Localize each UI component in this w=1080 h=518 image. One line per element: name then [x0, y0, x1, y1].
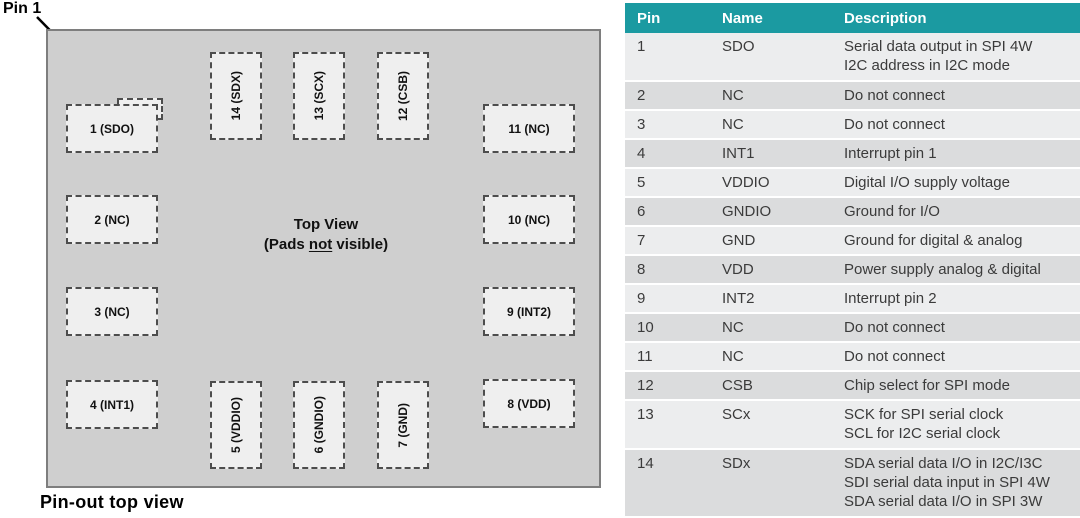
name-cell: SCx: [722, 399, 844, 450]
description-cell: SDA serial data I/O in I2C/I3C SDI seria…: [844, 448, 1080, 518]
pad-label: 13 (SCX): [312, 71, 326, 121]
col-header-name: Name: [722, 3, 844, 33]
top-view-note: Top View (Pads not visible): [196, 215, 456, 255]
pin-cell: 13: [625, 399, 722, 450]
description-cell: Interrupt pin 1: [844, 138, 1080, 169]
pin-cell: 2: [625, 80, 722, 111]
table-row: 13 SCx SCK for SPI serial clock SCL for …: [625, 399, 1080, 450]
figure-caption: Pin-out top view: [40, 492, 184, 512]
pin-cell: 7: [625, 225, 722, 256]
description-cell: SCK for SPI serial clock SCL for I2C ser…: [844, 399, 1080, 450]
table-row: 6 GNDIO Ground for I/O: [625, 196, 1080, 227]
name-cell: VDD: [722, 254, 844, 285]
pin-description-table: Pin Name Description 1 SDO Serial data o…: [625, 3, 1080, 518]
table-row: 1 SDO Serial data output in SPI 4W I2C a…: [625, 33, 1080, 82]
table-row: 8 VDD Power supply analog & digital: [625, 254, 1080, 285]
pad-12-csb: 12 (CSB): [377, 52, 429, 140]
underlined-not: not: [308, 236, 333, 253]
pad-2-nc: 2 (NC): [66, 195, 158, 244]
name-cell: VDDIO: [722, 167, 844, 198]
top-view-line1: Top View: [293, 216, 359, 233]
pin-cell: 12: [625, 370, 722, 401]
pad-label: 14 (SDX): [229, 71, 243, 121]
pad-14-sdx: 14 (SDX): [210, 52, 262, 140]
name-cell: SDO: [722, 33, 844, 82]
description-cell: Do not connect: [844, 80, 1080, 111]
pad-label: 5 (VDDIO): [229, 396, 243, 453]
pad-5-vddio: 5 (VDDIO): [210, 381, 262, 469]
pad-9-int2: 9 (INT2): [483, 287, 575, 336]
pad-8-vdd: 8 (VDD): [483, 379, 575, 428]
name-cell: CSB: [722, 370, 844, 401]
name-cell: INT2: [722, 283, 844, 314]
name-cell: SDx: [722, 448, 844, 518]
name-cell: NC: [722, 341, 844, 372]
pad-label: 10 (NC): [507, 212, 550, 227]
pad-label: 4 (INT1): [89, 397, 134, 412]
pin-cell: 14: [625, 448, 722, 518]
pad-11-nc: 11 (NC): [483, 104, 575, 153]
description-cell: Power supply analog & digital: [844, 254, 1080, 285]
table-row: 10 NC Do not connect: [625, 312, 1080, 343]
top-view-line2: (Pads not visible): [263, 236, 389, 253]
name-cell: GND: [722, 225, 844, 256]
pin-cell: 10: [625, 312, 722, 343]
pad-label: 11 (NC): [508, 121, 550, 136]
pin-cell: 8: [625, 254, 722, 285]
description-cell: Chip select for SPI mode: [844, 370, 1080, 401]
description-cell: Ground for I/O: [844, 196, 1080, 227]
pin-cell: 1: [625, 33, 722, 82]
pad-label: 8 (VDD): [507, 396, 551, 411]
table-row: 9 INT2 Interrupt pin 2: [625, 283, 1080, 314]
table-row: 3 NC Do not connect: [625, 109, 1080, 140]
chip-outline: 1 (SDO) 2 (NC) 3 (NC) 4 (INT1) 11 (NC) 1…: [46, 29, 601, 488]
col-header-description: Description: [844, 3, 1080, 33]
pad-label: 2 (NC): [94, 212, 130, 227]
pin-cell: 4: [625, 138, 722, 169]
pad-label: 12 (CSB): [396, 70, 410, 121]
pin-cell: 9: [625, 283, 722, 314]
name-cell: NC: [722, 312, 844, 343]
pad-13-scx: 13 (SCX): [293, 52, 345, 140]
description-cell: Do not connect: [844, 341, 1080, 372]
table-row: 14 SDx SDA serial data I/O in I2C/I3C SD…: [625, 448, 1080, 518]
description-cell: Ground for digital & analog: [844, 225, 1080, 256]
pin-cell: 5: [625, 167, 722, 198]
pad-10-nc: 10 (NC): [483, 195, 575, 244]
name-cell: NC: [722, 109, 844, 140]
pad-label: 3 (NC): [94, 304, 130, 319]
description-cell: Do not connect: [844, 109, 1080, 140]
name-cell: GNDIO: [722, 196, 844, 227]
pad-3-nc: 3 (NC): [66, 287, 158, 336]
pad-1-sdo: 1 (SDO): [66, 104, 158, 153]
table-row: 7 GND Ground for digital & analog: [625, 225, 1080, 256]
description-cell: Interrupt pin 2: [844, 283, 1080, 314]
pad-6-gndio: 6 (GNDIO): [293, 381, 345, 469]
pad-label: 7 (GND): [396, 402, 410, 448]
pin1-callout: Pin 1: [3, 0, 42, 17]
description-cell: Do not connect: [844, 312, 1080, 343]
pin-cell: 11: [625, 341, 722, 372]
description-cell: Serial data output in SPI 4W I2C address…: [844, 33, 1080, 82]
table-row: 4 INT1 Interrupt pin 1: [625, 138, 1080, 169]
pad-label: 6 (GNDIO): [312, 396, 326, 454]
pad-label: 9 (INT2): [506, 304, 551, 319]
table-row: 11 NC Do not connect: [625, 341, 1080, 372]
table-row: 2 NC Do not connect: [625, 80, 1080, 111]
pin-cell: 3: [625, 109, 722, 140]
table-row: 5 VDDIO Digital I/O supply voltage: [625, 167, 1080, 198]
name-cell: NC: [722, 80, 844, 111]
table-row: 12 CSB Chip select for SPI mode: [625, 370, 1080, 401]
name-cell: INT1: [722, 138, 844, 169]
description-cell: Digital I/O supply voltage: [844, 167, 1080, 198]
col-header-pin: Pin: [625, 3, 722, 33]
table-header-row: Pin Name Description: [625, 3, 1080, 33]
pin-cell: 6: [625, 196, 722, 227]
pad-7-gnd: 7 (GND): [377, 381, 429, 469]
pad-4-int1: 4 (INT1): [66, 380, 158, 429]
pad-label: 1 (SDO): [89, 121, 134, 136]
